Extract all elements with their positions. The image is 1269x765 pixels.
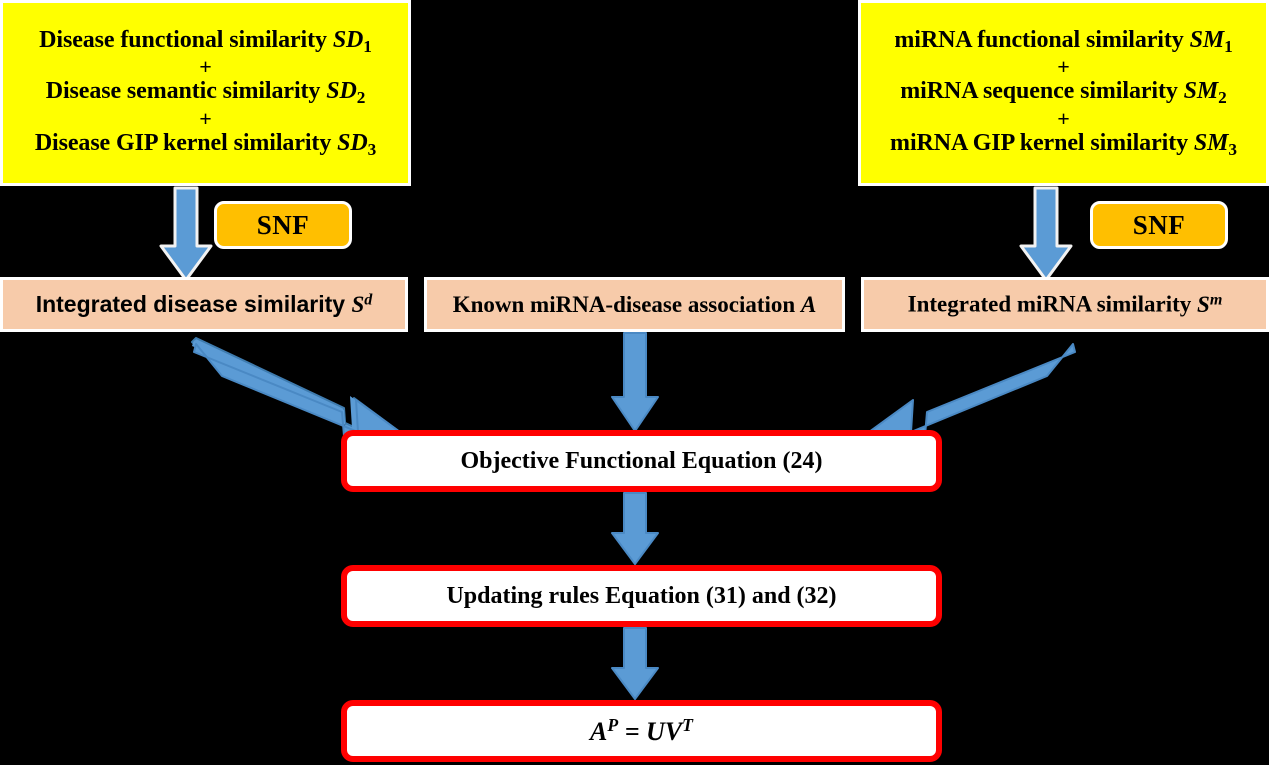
snf-label-left-text: SNF — [256, 209, 310, 240]
integrated-mirna-similarity-box: Integrated miRNA similarity Sm — [861, 277, 1269, 332]
snf-label-right: SNF — [1090, 201, 1228, 249]
integrated-mirna-label: Integrated miRNA similarity Sm — [907, 291, 1223, 317]
plus-operator: + — [1057, 54, 1070, 80]
disease-to-objective-arrow — [186, 336, 406, 438]
known-association-label: Known miRNA-disease association A — [452, 291, 817, 317]
objective-function-label: Objective Functional Equation (24) — [460, 447, 823, 474]
known-association-box: Known miRNA-disease association A — [424, 277, 845, 332]
updating-rules-label: Updating rules Equation (31) and (32) — [446, 582, 837, 609]
prediction-matrix-box: AP = UVT — [341, 700, 942, 762]
snf-label-right-text: SNF — [1132, 209, 1186, 240]
snf-label-left: SNF — [214, 201, 352, 249]
mirna-source-line-2: miRNA sequence similarity SM2 — [900, 78, 1227, 108]
updating-to-prediction-arrow — [609, 627, 661, 702]
updating-rules-box: Updating rules Equation (31) and (32) — [341, 565, 942, 627]
integrated-disease-label: Integrated disease similarity Sd — [35, 291, 373, 317]
plus-operator: + — [199, 54, 212, 80]
disease-source-line-1: Disease functional similarity SD1 — [39, 27, 372, 57]
integrated-disease-similarity-box: Integrated disease similarity Sd — [0, 277, 408, 332]
mirna-source-line-3: miRNA GIP kernel similarity SM3 — [890, 129, 1237, 159]
snf-right-down-arrow — [1018, 186, 1074, 284]
mirna-source-line-1: miRNA functional similarity SM1 — [894, 27, 1233, 57]
objective-to-updating-arrow — [609, 492, 661, 567]
disease-similarity-source-box: Disease functional similarity SD1 + Dise… — [0, 0, 411, 186]
mirna-to-objective-arrow — [863, 336, 1083, 438]
snf-left-down-arrow — [158, 186, 214, 284]
disease-source-line-3: Disease GIP kernel similarity SD3 — [34, 129, 377, 159]
prediction-formula: AP = UVT — [590, 715, 693, 746]
objective-function-box: Objective Functional Equation (24) — [341, 430, 942, 492]
mirna-similarity-source-box: miRNA functional similarity SM1 + miRNA … — [858, 0, 1269, 186]
plus-operator: + — [199, 105, 212, 131]
plus-operator: + — [1057, 105, 1070, 131]
disease-source-line-2: Disease semantic similarity SD2 — [45, 78, 366, 108]
association-to-objective-arrow — [609, 332, 661, 435]
